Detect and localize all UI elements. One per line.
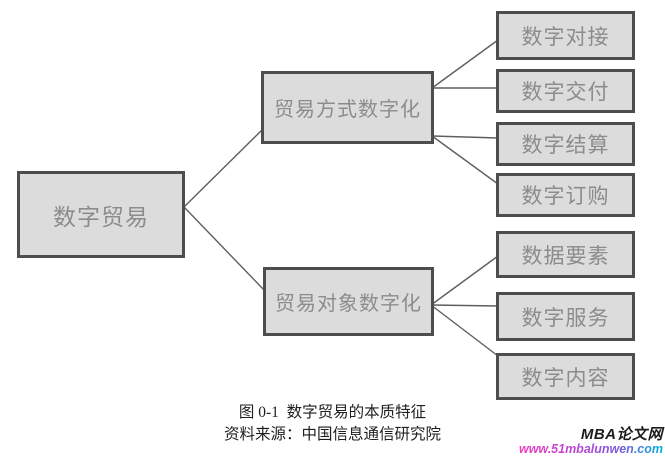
node-digital-trade: 数字贸易 [17, 171, 185, 258]
figure-caption-block: 图 0-1 数字贸易的本质特征 资料来源：中国信息通信研究院 [0, 402, 665, 446]
node-digital-ordering: 数字订购 [496, 173, 635, 217]
connector-line [430, 304, 499, 307]
watermark: MBA论文网 www.51mbalunwen.com [518, 425, 663, 457]
node-trade-object-digitalization: 贸易对象数字化 [263, 267, 434, 336]
node-digital-delivery: 数字交付 [496, 69, 635, 113]
node-digital-services: 数字服务 [496, 292, 635, 341]
connector-line [183, 128, 264, 208]
connector-line [431, 135, 499, 139]
node-trade-method-digitalization: 贸易方式数字化 [261, 71, 434, 144]
connector-line [183, 206, 266, 292]
node-digital-docking: 数字对接 [496, 11, 635, 60]
node-digital-settlement: 数字结算 [496, 122, 635, 166]
watermark-site-name: MBA论文网 [580, 425, 663, 443]
connector-line [431, 39, 499, 89]
watermark-url: www.51mbalunwen.com [518, 442, 663, 457]
figure-caption: 图 0-1 数字贸易的本质特征 [238, 404, 427, 421]
connector-line [431, 135, 499, 185]
node-data-elements: 数据要素 [496, 231, 635, 278]
connector-line [430, 304, 499, 357]
node-digital-content: 数字内容 [496, 353, 635, 400]
connector-line [430, 255, 499, 306]
figure-source: 资料来源：中国信息通信研究院 [223, 426, 441, 443]
